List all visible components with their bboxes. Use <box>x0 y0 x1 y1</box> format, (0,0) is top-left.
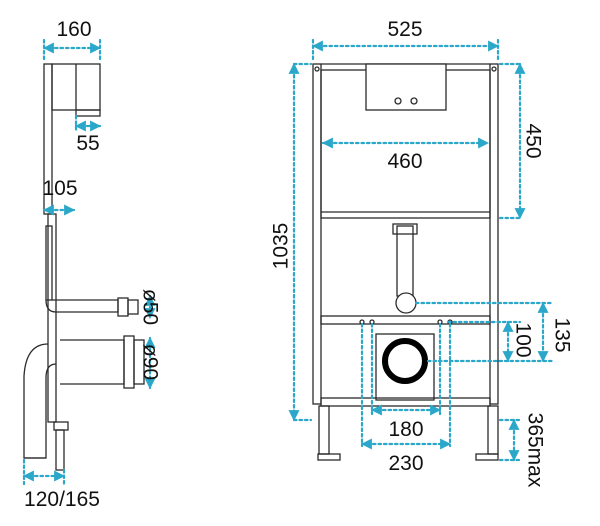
front-dimensions: 525 450 460 1035 100 135 180 230 <box>270 18 574 488</box>
dim-label-side-foot-depth: 120/165 <box>24 488 100 511</box>
front-flush-pipe <box>396 225 414 297</box>
dim-label-front-large-offset: 135 <box>550 317 573 352</box>
side-flush-pipe-collar <box>117 297 129 317</box>
dim-label-front-cistern-height: 450 <box>521 123 544 158</box>
side-waste-pipe <box>60 339 125 385</box>
front-bottom-rail <box>320 397 491 407</box>
dim-label-side-top-step: 55 <box>76 132 99 155</box>
side-flush-pipe-bend <box>45 299 119 313</box>
side-waste-pipe-collar <box>123 335 135 389</box>
front-left-foot <box>317 453 341 461</box>
dim-label-front-bolt-outer: 230 <box>388 452 423 475</box>
flush-button-large <box>410 97 418 105</box>
front-view <box>312 63 499 461</box>
dim-label-front-bolt-inner: 180 <box>388 418 423 441</box>
side-flush-pipe <box>45 225 53 301</box>
side-waste-pipe-elbow <box>23 343 57 459</box>
dim-label-front-small-offset: 100 <box>511 322 534 357</box>
dim-label-side-pipe-small: ø50 <box>139 289 162 325</box>
front-right-foot <box>475 453 499 461</box>
dim-label-front-width: 525 <box>387 18 422 41</box>
front-frame-right-post <box>489 63 499 405</box>
flush-button-small <box>394 97 402 105</box>
dim-label-front-cistern-width: 460 <box>387 150 422 173</box>
front-flush-plate-opening <box>365 63 447 111</box>
front-right-leg <box>487 405 499 455</box>
front-frame-left-post <box>312 63 322 405</box>
side-dimensions: 160 55 105 ø50 ø90 120/165 <box>22 18 162 511</box>
side-frame-leg <box>55 429 65 471</box>
front-waste-bracket <box>375 333 435 401</box>
front-mounting-rail <box>320 315 491 325</box>
side-cistern-step <box>75 109 101 117</box>
side-frame-foot-bracket <box>53 421 69 431</box>
waste-outlet-ring <box>382 338 428 384</box>
front-left-leg <box>318 405 330 455</box>
dim-label-side-mid-depth: 105 <box>42 177 77 200</box>
front-flush-pipe-outlet <box>395 292 417 314</box>
dim-label-side-depth: 160 <box>56 18 91 41</box>
dim-label-side-pipe-large: ø90 <box>139 344 162 380</box>
dim-label-front-leg-max: 365max <box>523 413 546 488</box>
dim-label-front-total-height: 1035 <box>270 223 293 270</box>
